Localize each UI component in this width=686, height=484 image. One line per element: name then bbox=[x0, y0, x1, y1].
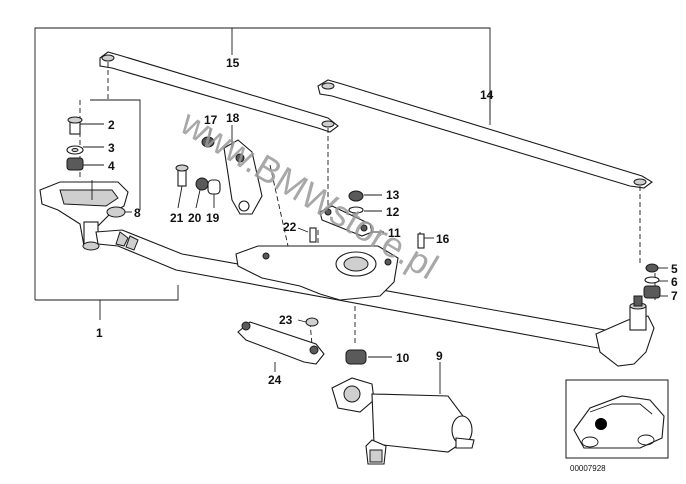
reference-number: 00007928 bbox=[570, 464, 606, 473]
crank-fasteners bbox=[348, 190, 364, 214]
callout-22: 22 bbox=[283, 220, 297, 234]
right-pivot-fasteners bbox=[643, 263, 661, 299]
group-bracket-lines bbox=[34, 27, 491, 320]
callout-14: 14 bbox=[480, 88, 494, 102]
item-8-grommet bbox=[106, 206, 126, 218]
callout-leaders bbox=[80, 123, 668, 394]
item-10-grommet bbox=[345, 349, 367, 365]
callout-1: 1 bbox=[96, 326, 103, 340]
callout-6: 6 bbox=[671, 275, 678, 289]
callout-18: 18 bbox=[226, 111, 240, 125]
left-pivot-fasteners bbox=[66, 116, 84, 171]
callout-24: 24 bbox=[268, 373, 282, 387]
linkage-rod-14 bbox=[317, 79, 653, 189]
center-mount-bracket bbox=[235, 245, 399, 301]
callout-9: 9 bbox=[436, 349, 443, 363]
callout-12: 12 bbox=[386, 205, 400, 219]
callout-labels: 1 2 3 4 5 6 7 8 9 10 11 12 13 14 15 16 1… bbox=[96, 56, 678, 387]
callout-20: 20 bbox=[188, 211, 202, 225]
car-locator-thumbnail bbox=[565, 379, 669, 459]
callout-19: 19 bbox=[206, 211, 220, 225]
callout-10: 10 bbox=[396, 351, 410, 365]
wiper-motor bbox=[331, 377, 475, 465]
callout-13: 13 bbox=[386, 188, 400, 202]
callout-11: 11 bbox=[388, 226, 401, 240]
support-bracket-24 bbox=[237, 317, 325, 365]
linkage-rod-15 bbox=[99, 51, 339, 133]
callout-3: 3 bbox=[108, 141, 115, 155]
callout-16: 16 bbox=[436, 232, 450, 246]
callout-7: 7 bbox=[671, 289, 678, 303]
right-wiper-pivot bbox=[595, 295, 655, 367]
callout-15: 15 bbox=[226, 56, 240, 70]
link-arm-parts bbox=[175, 136, 263, 215]
callout-4: 4 bbox=[108, 159, 115, 173]
callout-17: 17 bbox=[204, 113, 218, 127]
callout-8: 8 bbox=[134, 206, 141, 220]
left-wiper-pivot bbox=[39, 180, 129, 251]
callout-2: 2 bbox=[108, 118, 115, 132]
callout-21: 21 bbox=[170, 211, 184, 225]
callout-23: 23 bbox=[279, 313, 293, 327]
callout-5: 5 bbox=[671, 262, 678, 276]
bolts bbox=[309, 227, 425, 249]
